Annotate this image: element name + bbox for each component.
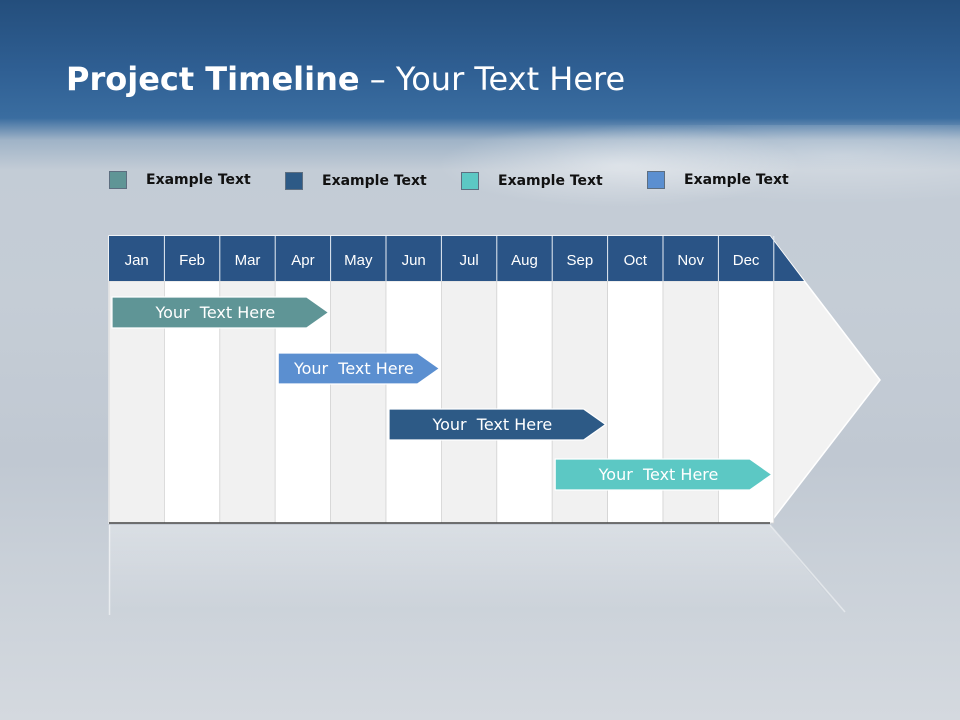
legend-swatch-2: [285, 172, 303, 190]
task-bar-1: Your Text Here: [111, 296, 330, 329]
month-label-sep: Sep: [567, 252, 594, 269]
month-column-jun: [385, 280, 442, 524]
month-column-aug: [496, 280, 553, 524]
task-label-2: Your Text Here: [293, 359, 414, 378]
month-label-jan: Jan: [125, 252, 149, 269]
month-label-oct: Oct: [624, 252, 648, 269]
slide-title-bold: Project Timeline: [66, 60, 360, 98]
task-label-1: Your Text Here: [154, 303, 275, 322]
task-arrow-2: [277, 352, 441, 385]
slide-title-rest: – Your Text Here: [359, 60, 626, 98]
month-header-dividers: [163, 236, 775, 281]
month-column-jul: [440, 280, 498, 524]
task-bar-3: Your Text Here: [388, 408, 607, 441]
task-arrow-3: [388, 408, 607, 441]
legend-label-3: Example Text: [498, 173, 603, 189]
month-label-apr: Apr: [291, 252, 314, 269]
legend-label-1: Example Text: [146, 172, 251, 188]
task-arrow-4: [554, 458, 773, 491]
month-header-band: [109, 236, 804, 281]
month-label-jul: Jul: [460, 252, 479, 269]
legend-swatch-4: [647, 171, 665, 189]
slide-title: Project Timeline – Your Text Here: [66, 60, 625, 98]
legend-swatch-1: [109, 171, 127, 189]
task-label-4: Your Text Here: [598, 465, 719, 484]
month-label-jun: Jun: [402, 252, 426, 269]
month-label-may: May: [344, 252, 373, 269]
reflection-edge-right: [769, 524, 846, 613]
task-bar-2: Your Text Here: [277, 352, 441, 385]
task-bar-4: Your Text Here: [554, 458, 773, 491]
legend-label-2: Example Text: [322, 173, 427, 189]
task-label-3: Your Text Here: [431, 415, 552, 434]
timeline-reflection: [109, 525, 840, 610]
month-labels: Jan Feb Mar Apr May Jun Jul Aug Sep Oct Nov Dec: [125, 252, 760, 269]
month-column-may: [330, 280, 387, 524]
task-arrow-1: [111, 296, 330, 329]
month-label-dec: Dec: [733, 252, 760, 269]
month-label-mar: Mar: [235, 252, 261, 269]
month-label-feb: Feb: [179, 252, 205, 269]
legend-swatch-3: [461, 172, 479, 190]
month-label-nov: Nov: [677, 252, 704, 269]
month-label-aug: Aug: [511, 252, 538, 269]
legend-label-4: Example Text: [684, 172, 789, 188]
